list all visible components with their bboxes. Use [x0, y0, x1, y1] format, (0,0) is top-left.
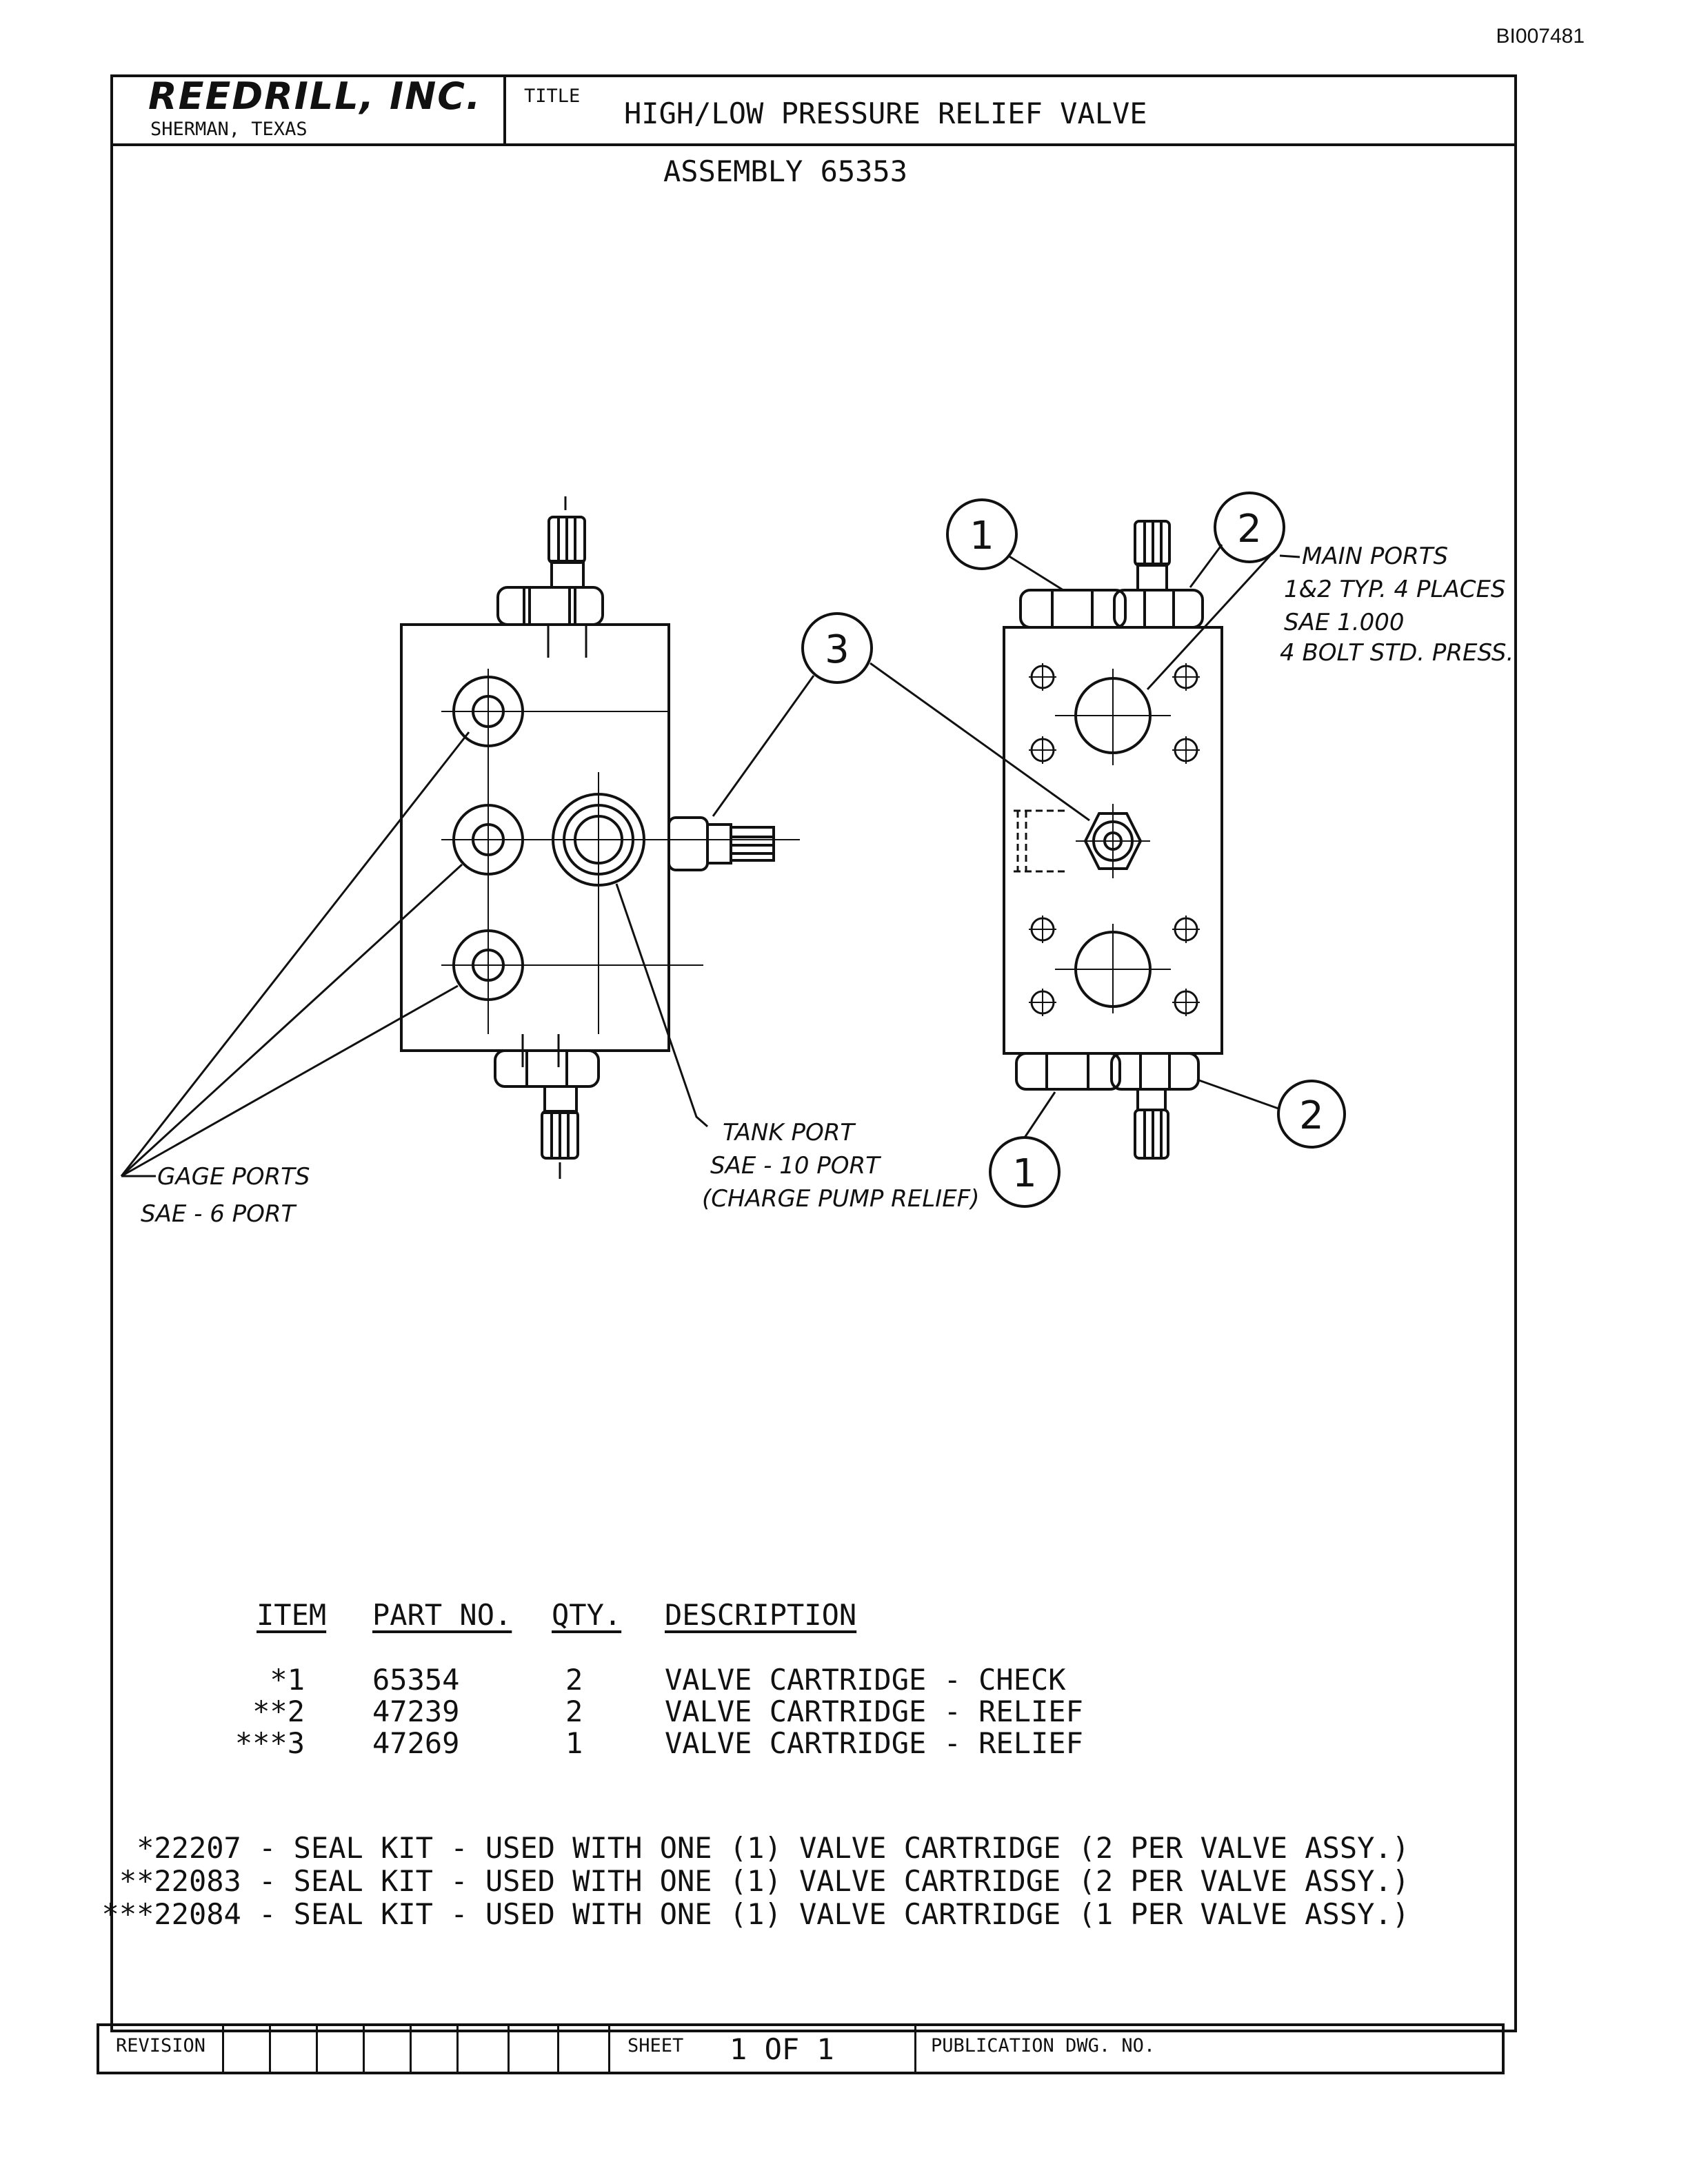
right-bottom-nut-2	[1110, 1052, 1200, 1091]
title-block	[110, 74, 1517, 146]
publication-label: PUBLICATION DWG. NO.	[931, 2035, 1156, 2056]
valve-drawing: 1 2 3 1 2 MAIN PORTS 1&2 TYP. 4 PLACES S…	[120, 492, 1514, 1228]
col-header-description: DESCRIPTION	[665, 1598, 857, 1632]
row2-qty: 2	[565, 1695, 583, 1728]
tank-port-line-3: (CHARGE PUMP RELIEF)	[702, 1185, 980, 1213]
balloon-3-text: 3	[825, 627, 850, 672]
right-bottom-nut-1	[1015, 1052, 1121, 1091]
row1-item: *1	[270, 1663, 305, 1697]
drawing-title: HIGH/LOW PRESSURE RELIEF VALVE	[624, 97, 1147, 130]
row1-qty: 2	[565, 1663, 583, 1697]
seal-kit-1: *22207 - SEAL KIT - USED WITH ONE (1) VA…	[137, 1831, 1409, 1865]
document-id: BI007481	[1496, 25, 1585, 48]
balloon-2-top-text: 2	[1237, 507, 1262, 552]
tank-port-line-2: SAE - 10 PORT	[710, 1152, 881, 1180]
drawing-frame	[110, 74, 1517, 2032]
gage-ports-line-2: SAE - 6 PORT	[141, 1200, 297, 1228]
seal-kit-2: **22083 - SEAL KIT - USED WITH ONE (1) V…	[119, 1864, 1409, 1898]
tank-port-line-1: TANK PORT	[723, 1119, 856, 1146]
assembly-number: ASSEMBLY 65353	[663, 154, 908, 188]
row3-part-no: 47269	[372, 1726, 460, 1760]
right-top-nut-1	[1019, 589, 1127, 629]
balloon-2-top	[1214, 492, 1285, 563]
row1-part-no: 65354	[372, 1663, 460, 1697]
sheet-label: SHEET	[627, 2035, 684, 2056]
col-header-part-no: PART NO.	[372, 1598, 512, 1632]
company-location: SHERMAN, TEXAS	[150, 119, 308, 140]
side-cartridge-nut	[667, 816, 709, 871]
row3-description: VALVE CARTRIDGE - RELIEF	[665, 1726, 1083, 1760]
balloon-2-bottom	[1277, 1080, 1346, 1149]
left-bottom-nut	[494, 1049, 600, 1088]
balloon-1-bottom-text: 1	[1012, 1151, 1037, 1196]
balloon-1-top	[946, 498, 1018, 570]
gage-ports-line-1: GAGE PORTS	[157, 1163, 310, 1191]
left-bottom-stem	[543, 1085, 578, 1114]
footer-block	[97, 2023, 1505, 2074]
left-top-nut	[496, 586, 604, 626]
row3-qty: 1	[565, 1726, 583, 1760]
title-block-divider	[503, 74, 506, 146]
seal-kit-3: ***22084 - SEAL KIT - USED WITH ONE (1) …	[101, 1897, 1409, 1931]
col-header-item: ITEM	[257, 1598, 327, 1632]
main-ports-line-3: SAE 1.000	[1284, 609, 1404, 636]
left-valve-body	[400, 623, 670, 1052]
left-view	[400, 496, 775, 1179]
balloon-3	[801, 612, 873, 684]
title-label: TITLE	[524, 85, 581, 107]
row2-description: VALVE CARTRIDGE - RELIEF	[665, 1695, 1083, 1728]
row1-description: VALVE CARTRIDGE - CHECK	[665, 1663, 1066, 1697]
right-top-nut-2	[1113, 589, 1204, 629]
balloon-2-bottom-text: 2	[1299, 1093, 1324, 1138]
row2-item: **2	[252, 1695, 305, 1728]
sheet-value: 1 OF 1	[730, 2032, 834, 2066]
row2-part-no: 47239	[372, 1695, 460, 1728]
company-name: REEDRILL, INC.	[148, 74, 482, 118]
row3-item: ***3	[234, 1726, 305, 1760]
revision-label: REVISION	[116, 2035, 206, 2056]
main-ports-line-4: 4 BOLT STD. PRESS.	[1280, 639, 1514, 667]
col-header-qty: QTY.	[552, 1598, 622, 1632]
left-top-stem	[550, 560, 585, 589]
balloon-1-top-text: 1	[969, 514, 994, 558]
main-ports-line-2: 1&2 TYP. 4 PLACES	[1284, 576, 1506, 603]
main-ports-line-1: MAIN PORTS	[1302, 543, 1448, 570]
